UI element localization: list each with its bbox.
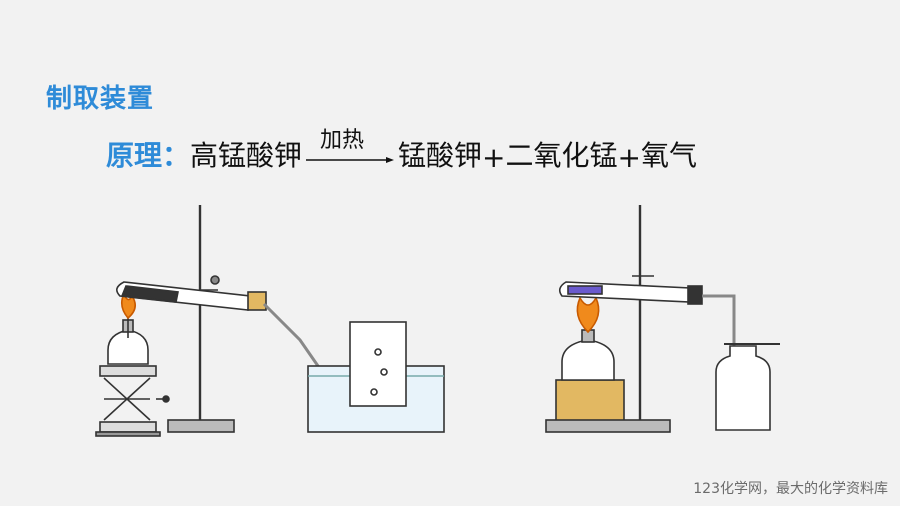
iron-stand-icon [167,205,235,433]
slide-title: 制取装置 [46,84,155,114]
flame-icon [120,292,136,320]
watermark: 123化学网，最大的化学资料库 [693,481,888,497]
iron-stand-icon [545,205,671,433]
product-1: 锰酸钾 [398,139,483,172]
arrow-icon [306,157,395,163]
test-tube-icon [558,281,703,305]
wooden-block-icon [555,379,625,425]
plus-2: + [617,141,641,174]
lab-jack-icon [95,365,170,437]
test-tube-icon [116,281,267,311]
reaction-arrow: 加热 [306,128,395,174]
reaction-condition: 加热 [320,128,365,153]
principle-label: 原理： [106,139,191,172]
flame-icon [576,296,600,334]
product-2: 二氧化锰 [505,139,618,172]
product-3: 氧气 [641,139,698,172]
left-apparatus [95,205,445,437]
gas-jar-icon [349,321,407,407]
alcohol-lamp-icon [107,318,149,365]
gas-jar-icon [715,343,780,431]
plus-1: + [482,141,506,174]
reaction-equation: 原理： 高锰酸钾 加热 锰酸钾 + 二氧化锰 + 氧气 [106,128,698,174]
right-apparatus [545,205,780,433]
apparatus-illustration [95,205,780,437]
alcohol-lamp-icon [561,329,615,381]
reactant: 高锰酸钾 [190,139,303,172]
